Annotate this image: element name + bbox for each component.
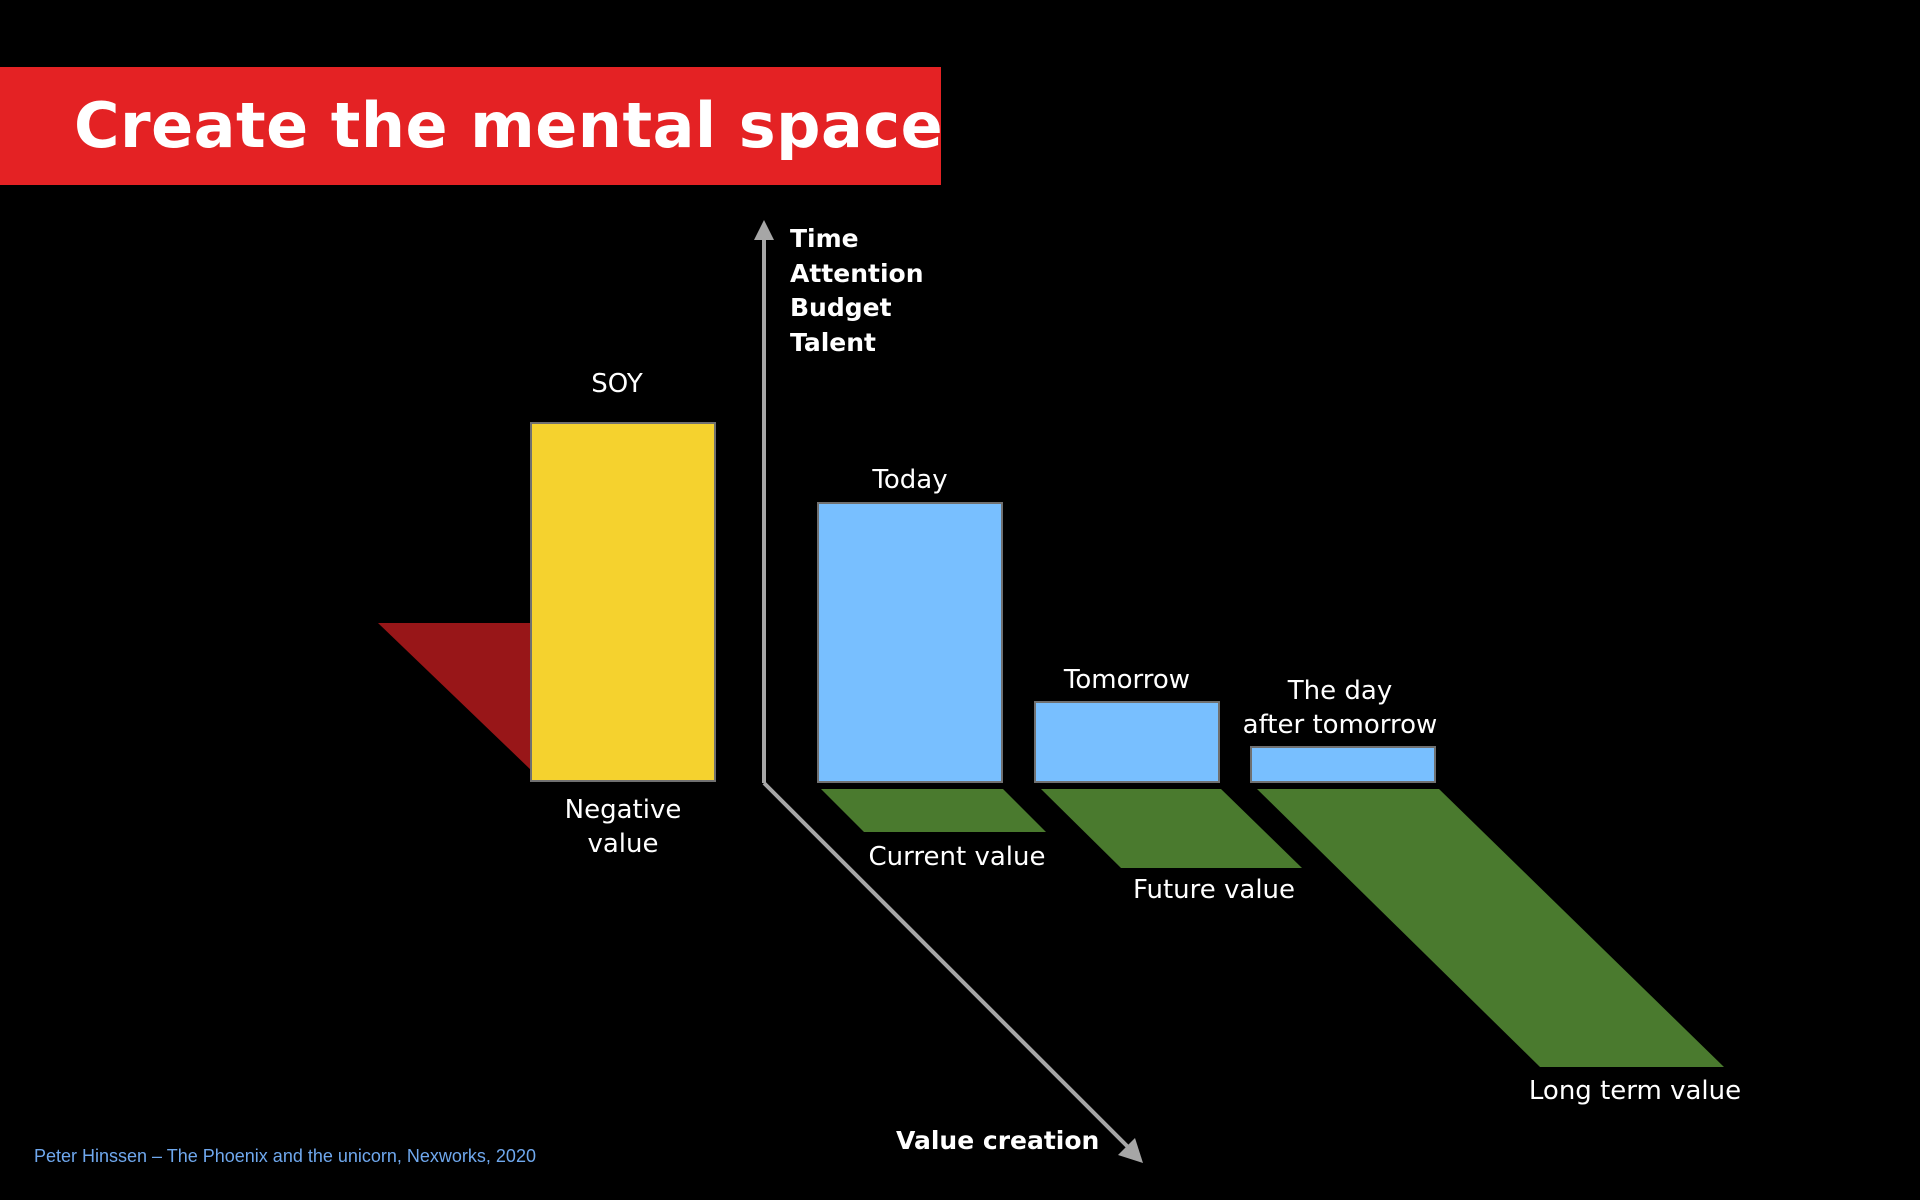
negative-value-label-line1: Negative (564, 795, 682, 825)
axis-label-attention: Attention (790, 258, 924, 288)
slide-title: Create the mental space (74, 89, 944, 162)
value-creation-arrow-icon (1118, 1138, 1143, 1163)
title-banner: Create the mental space (0, 67, 944, 185)
soy-block (530, 422, 716, 782)
negative-value-shape (378, 623, 532, 771)
negative-value-label: Negative value (540, 793, 706, 861)
long-term-value-shape (1257, 789, 1724, 1067)
current-value-shape (821, 789, 1046, 832)
future-value-label: Future value (1132, 875, 1296, 905)
vertical-axis-arrow-icon (754, 220, 774, 240)
source-credit: Peter Hinssen – The Phoenix and the unic… (34, 1146, 536, 1166)
vertical-axis-labels: Time Attention Budget Talent (790, 222, 924, 360)
day-after-tomorrow-block (1250, 746, 1436, 783)
value-creation-axis-line (762, 781, 1131, 1150)
axis-label-talent: Talent (790, 327, 876, 357)
tomorrow-label: Tomorrow (1063, 665, 1191, 695)
axis-label-budget: Budget (790, 293, 892, 322)
axis-label-time: Time (790, 224, 859, 253)
value-creation-label: Value creation (896, 1126, 1100, 1155)
long-term-value-label: Long term value (1528, 1076, 1742, 1106)
future-value-shape (1041, 789, 1302, 868)
day-after-tomorrow-label: The day after tomorrow (1230, 674, 1450, 742)
soy-label: SOY (591, 369, 643, 399)
day-after-tomorrow-label-line2: after tomorrow (1242, 710, 1438, 740)
negative-value-label-line2: value (587, 829, 659, 859)
day-after-tomorrow-label-line1: The day (1287, 676, 1393, 706)
current-value-label: Current value (868, 842, 1046, 872)
today-label: Today (872, 465, 948, 495)
tomorrow-block (1034, 701, 1220, 783)
today-block (817, 502, 1003, 783)
